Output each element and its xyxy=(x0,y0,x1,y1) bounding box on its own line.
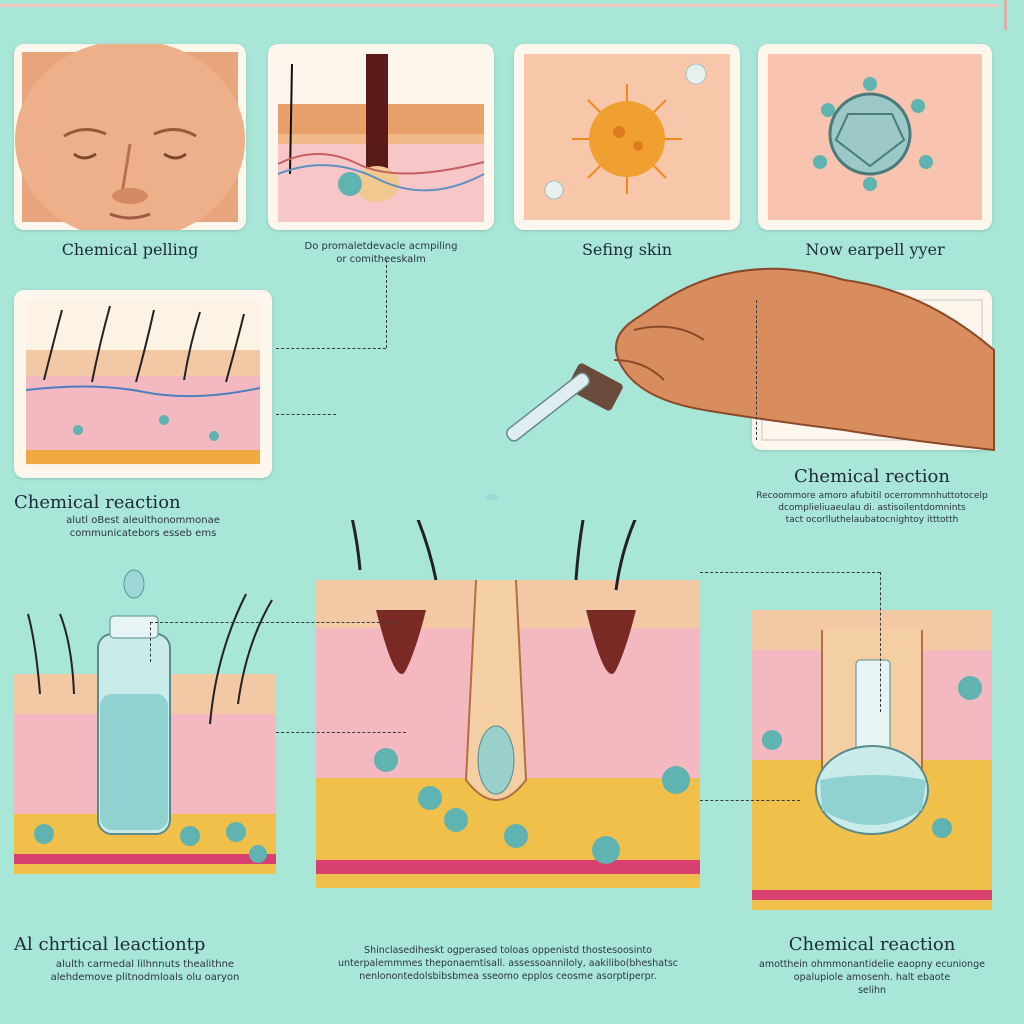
panel-face xyxy=(14,44,246,230)
hand-dropper-illustration xyxy=(464,260,1024,500)
skin-layers-illustration xyxy=(14,290,272,478)
top-caption-2: Do promaletdevacle acmpiling or comithee… xyxy=(268,240,494,266)
new-layer-illustration xyxy=(758,44,992,230)
bottom-right-title: Chemical reaction xyxy=(752,934,992,955)
bottom-left-title: Al chrtical leactiontp xyxy=(14,934,276,955)
connector-line xyxy=(880,572,881,712)
top-caption-4: Now earpell yyer xyxy=(758,240,992,259)
bottom-right-body: amotthein ohmmonantidelie eaopny ecunion… xyxy=(752,958,992,997)
bottom-left-body: alulth carmedal lilhnnuts thealithne ale… xyxy=(14,958,276,984)
bottom-left-skin-illustration xyxy=(14,564,276,884)
sefing-skin-illustration xyxy=(514,44,740,230)
bottom-center-body: Shinclasediheskt ogperased toloas oppeni… xyxy=(316,944,700,983)
connector-line xyxy=(756,300,757,440)
connector-line xyxy=(700,572,880,573)
connector-line xyxy=(276,732,406,733)
connector-line xyxy=(276,348,386,349)
connector-line xyxy=(700,800,800,801)
panel-skin-layers xyxy=(14,290,272,478)
connector-line xyxy=(276,414,336,415)
frame-right-line xyxy=(1004,0,1007,30)
bottom-right-skin-illustration xyxy=(752,590,992,910)
follicle-illustration xyxy=(268,44,494,230)
middle-left-body: alutl oBest aleulthonommonae communicate… xyxy=(14,514,272,540)
top-caption-3: Sefing skin xyxy=(514,240,740,259)
bottom-center-skin-illustration xyxy=(316,520,700,920)
connector-line xyxy=(386,260,387,348)
panel-new-layer xyxy=(758,44,992,230)
middle-left-title: Chemical reaction xyxy=(14,492,272,513)
face-illustration xyxy=(14,44,246,230)
connector-line xyxy=(150,622,400,623)
frame-top-line xyxy=(0,4,1000,7)
top-caption-1: Chemical pelling xyxy=(14,240,246,259)
panel-sefing-skin xyxy=(514,44,740,230)
connector-line xyxy=(150,622,151,662)
panel-hair-follicle xyxy=(268,44,494,230)
